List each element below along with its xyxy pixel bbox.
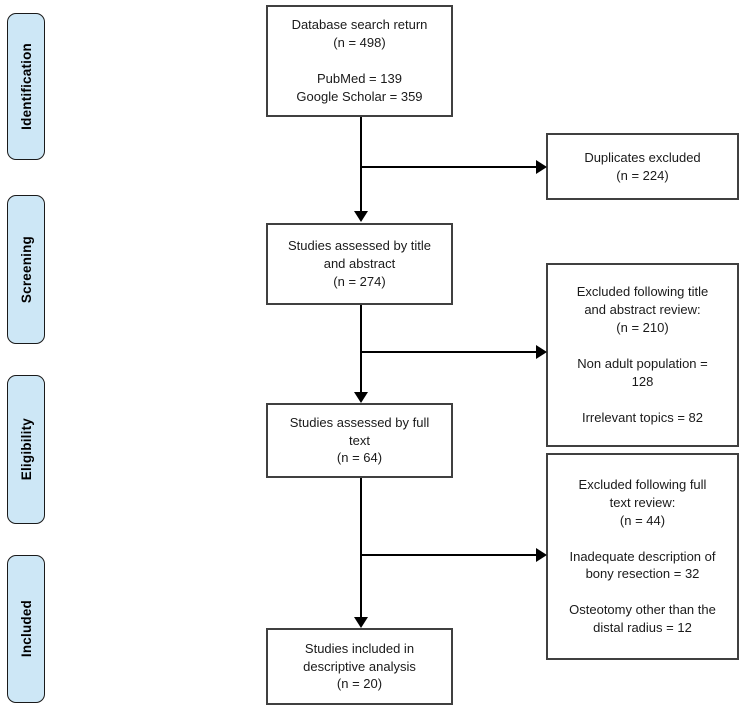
box-full-text-exclusions-text: Excluded following full text review: (n … xyxy=(569,476,716,636)
arrowhead-right-duplicates xyxy=(536,160,547,174)
box-full-text-exclusions: Excluded following full text review: (n … xyxy=(546,453,739,660)
box-title-abstract-screening-text: Studies assessed by title and abstract (… xyxy=(287,238,432,289)
arrowhead-right-title-abstract-exclusions xyxy=(536,345,547,359)
box-included-studies-text: Studies included in descriptive analysis… xyxy=(303,640,416,692)
stage-identification-label: Identification xyxy=(18,43,34,130)
box-title-abstract-screening: Studies assessed by title and abstract (… xyxy=(266,223,453,305)
arrow-line-to-full-text-exclusions xyxy=(361,554,537,556)
stage-included: Included xyxy=(7,555,45,703)
stage-eligibility-label: Eligibility xyxy=(18,418,34,481)
arrow-line-fulltext-to-included xyxy=(360,478,362,617)
box-database-search: Database search return (n = 498) PubMed … xyxy=(266,5,453,117)
box-full-text-assessment: Studies assessed by full text (n = 64) xyxy=(266,403,453,478)
arrowhead-right-full-text-exclusions xyxy=(536,548,547,562)
stage-screening: Screening xyxy=(7,195,45,344)
box-included-studies: Studies included in descriptive analysis… xyxy=(266,628,453,705)
box-database-search-text: Database search return (n = 498) PubMed … xyxy=(291,17,428,104)
arrow-line-search-to-screening xyxy=(360,117,362,211)
box-title-abstract-exclusions: Excluded following title and abstract re… xyxy=(546,263,739,447)
arrow-line-screening-to-fulltext xyxy=(360,305,362,392)
arrow-line-to-duplicates xyxy=(361,166,537,168)
arrow-line-to-title-abstract-exclusions xyxy=(361,351,537,353)
stage-identification: Identification xyxy=(7,13,45,160)
stage-screening-label: Screening xyxy=(18,235,34,304)
arrowhead-down-included xyxy=(354,617,368,628)
box-full-text-assessment-text: Studies assessed by full text (n = 64) xyxy=(289,414,430,466)
box-duplicates-excluded: Duplicates excluded (n = 224) xyxy=(546,133,739,200)
box-title-abstract-exclusions-text: Excluded following title and abstract re… xyxy=(576,284,709,425)
arrowhead-down-fulltext xyxy=(354,392,368,403)
box-duplicates-excluded-text: Duplicates excluded (n = 224) xyxy=(584,149,701,183)
arrowhead-down-screening xyxy=(354,211,368,222)
stage-eligibility: Eligibility xyxy=(7,375,45,524)
stage-included-label: Included xyxy=(18,600,34,658)
